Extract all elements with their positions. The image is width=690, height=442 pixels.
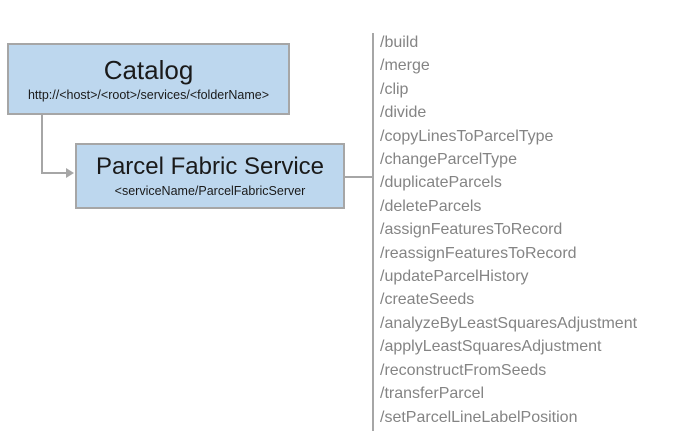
parcel-fabric-service-node-title: Parcel Fabric Service [95,153,325,181]
catalog-node: Catalog http://<host>/<root>/services/<f… [7,43,290,115]
endpoint-item: /assignFeaturesToRecord [380,221,563,239]
endpoint-item: /transferParcel [380,385,485,403]
endpoint-item: /merge [380,57,430,75]
parcel-fabric-service-node-path: <serviceName/ParcelFabricServer [114,183,306,198]
endpoint-item: /applyLeastSquaresAdjustment [380,338,602,356]
service-to-endpoints-connector [345,176,372,178]
endpoint-item: /reconstructFromSeeds [380,361,547,379]
endpoint-item: /changeParcelType [380,151,517,169]
endpoint-item: /reassignFeaturesToRecord [380,244,577,262]
endpoint-item: /deleteParcels [380,197,482,215]
endpoint-item: /setParcelLineLabelPosition [380,408,578,426]
endpoint-item: /updateParcelHistory [380,268,529,286]
parcel-fabric-service-node: Parcel Fabric Service <serviceName/Parce… [75,143,345,209]
endpoint-list: /build /merge /clip /divide /copyLinesTo… [380,31,637,429]
endpoint-item: /analyzeByLeastSquaresAdjustment [380,314,638,332]
catalog-node-title: Catalog [103,54,194,85]
arrowhead-icon [66,168,74,178]
endpoint-item: /divide [380,104,427,122]
endpoint-item: /clip [380,80,409,98]
endpoint-item: /build [380,34,419,51]
endpoint-item: /copyLinesToParcelType [380,127,554,145]
endpoints-spine-line [372,33,374,431]
endpoint-item: /duplicateParcels [380,174,502,192]
endpoint-item: /createSeeds [380,291,475,309]
catalog-to-service-arrow-horizontal [41,172,67,174]
catalog-to-service-arrow-vertical [41,114,43,174]
catalog-node-url: http://<host>/<root>/services/<folderNam… [27,88,270,103]
